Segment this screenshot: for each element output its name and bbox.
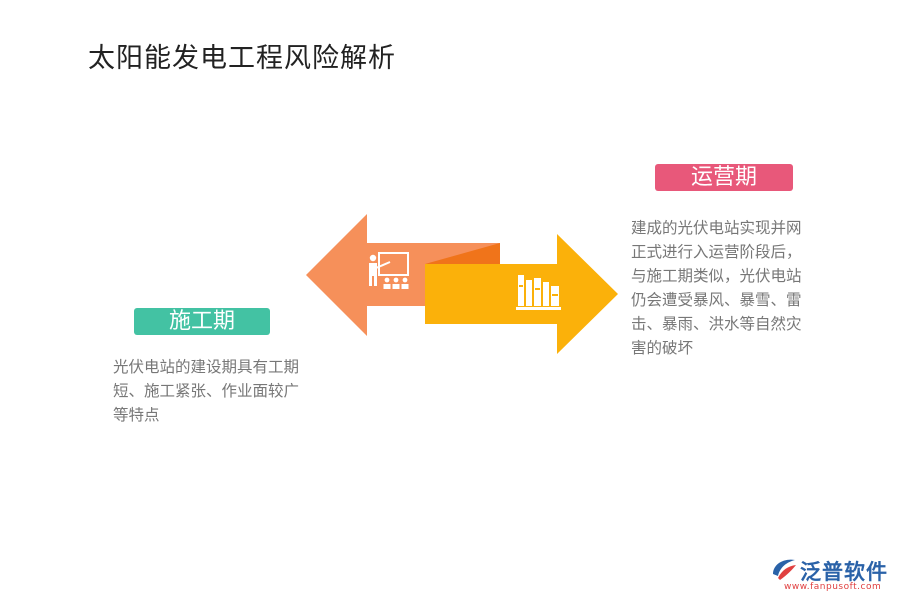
logo-mark-icon xyxy=(773,559,796,580)
operation-phase-tag: 运营期 xyxy=(655,164,793,191)
construction-description: 光伏电站的建设期具有工期短、施工紧张、作业面较广等特点 xyxy=(113,358,300,424)
books-icon xyxy=(516,275,561,310)
logo-url: www.fanpusoft.com xyxy=(784,582,882,592)
teacher-presentation-icon xyxy=(369,252,409,289)
brand-logo[interactable]: 泛普软件 www.fanpusoft.com xyxy=(770,556,895,596)
construction-phase-tag: 施工期 xyxy=(134,308,270,335)
logo-name: 泛普软件 xyxy=(800,560,888,584)
page-title: 太阳能发电工程风险解析 xyxy=(88,43,396,74)
operation-description: 建成的光伏电站实现并网正式进行入运营阶段后，与施工期类似，光伏电站仍会遭受暴风、… xyxy=(631,219,802,357)
